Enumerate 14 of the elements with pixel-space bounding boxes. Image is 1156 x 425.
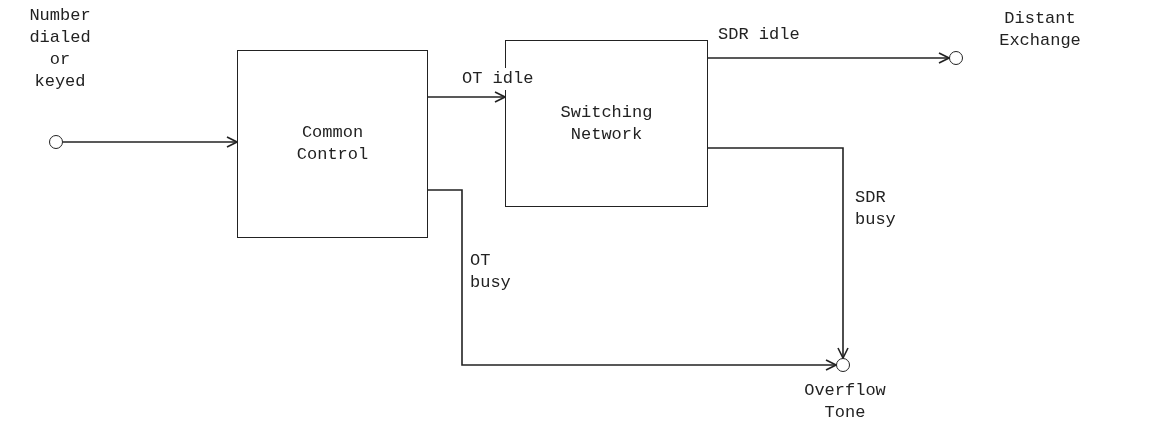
terminal-label: Overflow Tone [803, 380, 887, 424]
arrow [427, 189, 837, 371]
box-label: Common Control [295, 122, 370, 166]
circle-node [949, 51, 963, 65]
box-label: Switching Network [559, 101, 654, 146]
terminal-label: Distant Exchange [998, 8, 1082, 52]
circle-node [836, 358, 850, 372]
process-box [237, 50, 428, 238]
arrow [427, 91, 506, 103]
arrow [62, 136, 238, 148]
circle-node [49, 135, 63, 149]
arrow [707, 52, 950, 64]
terminal-label: Number dialed or keyed [28, 5, 92, 93]
arrow [707, 147, 849, 359]
